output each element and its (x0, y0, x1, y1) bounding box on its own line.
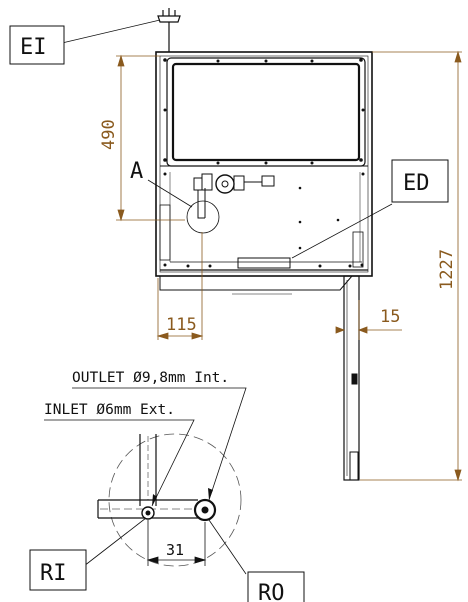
ro-label: RO (258, 581, 285, 602)
dimension-31-label: 31 (166, 541, 184, 559)
dimension-115 (156, 232, 204, 340)
outlet-label: OUTLET Ø9,8mm Int. (72, 370, 229, 386)
ri-label-box (29, 549, 87, 591)
outlet-fitting-core (201, 506, 209, 514)
inlet-fitting-core (145, 510, 151, 516)
valve-assembly (193, 173, 275, 219)
a-leader-line (147, 179, 193, 208)
outlet-leader-arrow (208, 488, 213, 500)
ri-leader-line (83, 517, 147, 567)
inlet-leader-line (44, 419, 195, 507)
outlet-leader-line (72, 387, 247, 501)
ei-label: EI (20, 35, 47, 60)
ri-label: RI (40, 561, 67, 586)
dimension-1227-label: 1227 (437, 249, 457, 290)
ed-label-box (391, 159, 449, 203)
ed-label: ED (403, 171, 430, 196)
power-plug-icon (157, 8, 181, 52)
lower-housing (159, 275, 353, 295)
detail-a-label: A (130, 159, 143, 184)
detail-view-circle (108, 433, 242, 567)
dimension-490-label: 490 (99, 119, 119, 150)
dimension-15 (335, 300, 402, 340)
dimension-115-label: 115 (166, 315, 197, 335)
dimension-1227 (360, 50, 462, 482)
dimension-31 (146, 520, 207, 566)
ei-label-box (9, 25, 65, 65)
detail-a-marker (186, 200, 220, 234)
ro-label-box (247, 571, 305, 602)
ro-leader-line (208, 519, 247, 575)
dimension-15-label: 15 (380, 307, 400, 327)
inlet-label: INLET Ø6mm Ext. (44, 402, 175, 418)
unit-housing (155, 51, 373, 277)
screw-dots (163, 58, 365, 268)
detail-pipes (97, 434, 198, 519)
ed-leader-line (291, 203, 393, 259)
inlet-leader-arrow (152, 494, 157, 506)
dimension-490 (116, 54, 185, 222)
ei-leader-line (61, 19, 161, 44)
drain-pipe (343, 275, 360, 481)
